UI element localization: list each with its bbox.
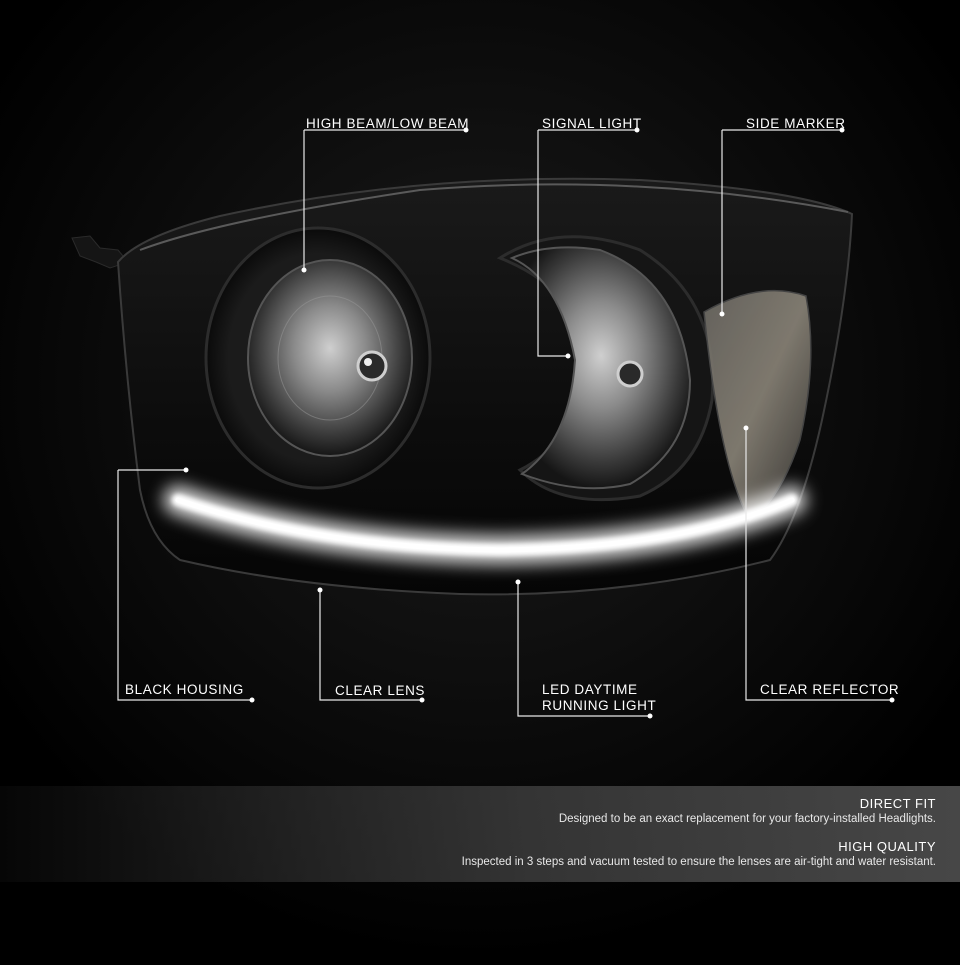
feature-text-high-quality: Inspected in 3 steps and vacuum tested t…: [461, 856, 936, 868]
feature-title-high-quality: HIGH QUALITY: [838, 839, 936, 854]
callout-black-housing: BLACK HOUSING: [125, 682, 244, 697]
callout-led-drl-line1: LED DAYTIME: [542, 682, 638, 697]
callout-signal-light: SIGNAL LIGHT: [542, 116, 642, 131]
callout-led-drl-line2: RUNNING LIGHT: [542, 698, 657, 713]
feature-info-bar: DIRECT FIT Designed to be an exact repla…: [0, 786, 960, 882]
callout-clear-reflector: CLEAR REFLECTOR: [760, 682, 900, 697]
feature-title-direct-fit: DIRECT FIT: [859, 796, 936, 811]
callout-side-marker: SIDE MARKER: [746, 116, 846, 131]
callout-clear-lens: CLEAR LENS: [335, 683, 426, 698]
callout-high-beam-low-beam: HIGH BEAM/LOW BEAM: [306, 116, 470, 131]
feature-text-direct-fit: Designed to be an exact replacement for …: [558, 813, 936, 825]
